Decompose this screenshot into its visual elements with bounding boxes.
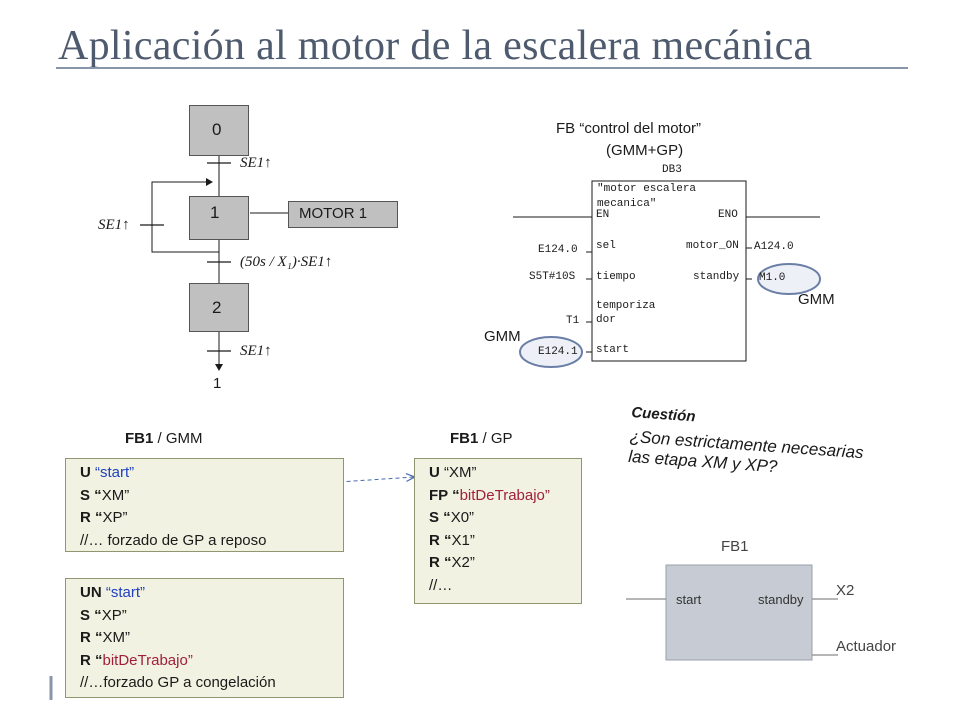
fb-heading-line1: FB “control del motor” [556, 120, 702, 137]
step-2-label: 2 [212, 298, 222, 317]
pin-temporiza: temporiza [596, 300, 656, 312]
pin-tiempo: tiempo [596, 271, 636, 283]
grafcet-target-label: 1 [213, 375, 222, 392]
fb1-gp-heading-bold: FB1 [450, 430, 479, 447]
pin-en: EN [596, 209, 610, 221]
fb1-small-block [626, 564, 838, 661]
code-comment: //… forzado de GP a reposo [80, 531, 267, 549]
param-e1240: E124.0 [538, 244, 578, 256]
pin-standby: standby [693, 271, 740, 283]
fb1-small-out-x2: X2 [836, 582, 855, 599]
step-1-label: 1 [210, 203, 220, 222]
fb1-small-pin-start: start [676, 592, 702, 607]
fb1-small-out-actuador: Actuador [836, 638, 897, 655]
gmm-label-right: GMM [798, 291, 835, 308]
code-line: S “XP” [80, 606, 127, 624]
code-line: FP “bitDeTrabajo” [429, 486, 550, 504]
pin-motor-on: motor_ON [686, 240, 739, 252]
param-a1240: A124.0 [754, 241, 794, 253]
highlight-ellipse-left [519, 336, 583, 368]
fb1-gmm-heading-rest: / GMM [153, 430, 203, 447]
code-line: R “bitDeTrabajo” [80, 651, 193, 669]
code-box-gp: U “XM” FP “bitDeTrabajo” S “X0” R “X1” R… [414, 458, 582, 604]
pin-eno: ENO [718, 209, 738, 221]
transition-label-2-out: SE1↑ [240, 343, 272, 359]
grafcet-step-2: 2 [189, 283, 249, 332]
param-s5t: S5T#10S [529, 271, 576, 283]
fb1-gp-heading: FB1 / GP [450, 430, 513, 447]
grafcet-step-1: 1 [189, 196, 249, 240]
highlight-ellipse-right [757, 263, 821, 295]
action-motor1: MOTOR 1 [288, 201, 398, 228]
transition-label-loop: SE1↑ [98, 217, 130, 233]
param-m10: M1.0 [759, 272, 786, 284]
code-comment: //… [429, 576, 453, 594]
code-line: R “X1” [429, 531, 475, 549]
title-underline [56, 67, 908, 69]
fb1-gp-heading-rest: / GP [478, 430, 513, 447]
param-t1: T1 [566, 315, 580, 327]
gmm-label-left: GMM [484, 328, 521, 345]
fb-name-line1: "motor escalera [597, 183, 697, 195]
code-line: U “XM” [429, 464, 477, 481]
fb1-small-title: FB1 [721, 538, 749, 555]
code-line: UN “start” [80, 584, 146, 601]
code-line: R “XM” [80, 629, 130, 646]
fb-heading-line2: (GMM+GP) [606, 142, 684, 159]
step-0-label: 0 [212, 120, 222, 139]
code-line: S “XM” [80, 486, 130, 504]
code-line: U “start” [80, 464, 135, 481]
code-box-gmm-congelacion: UN “start” S “XP” R “XM” R “bitDeTrabajo… [65, 578, 344, 698]
grafcet-diagram [140, 156, 288, 371]
code-box-gmm-reposo: U “start” S “XM” R “XP” //… forzado de G… [65, 458, 344, 552]
transition-label-0-1: SE1↑ [240, 155, 272, 171]
code-line: R “XP” [80, 509, 128, 526]
transition-label-1-2: (50s / X₁)·SE1↑ [240, 254, 333, 270]
code-comment: //…forzado GP a congelación [80, 674, 276, 691]
fb1-small-pin-standby: standby [758, 592, 804, 607]
action-motor1-label: MOTOR 1 [299, 205, 368, 222]
grafcet-step-0: 0 [189, 105, 249, 156]
code-line: R “X2” [429, 554, 475, 571]
fb-db-label: DB3 [662, 164, 682, 176]
fb1-gmm-heading-bold: FB1 [125, 430, 154, 447]
slide-title: Aplicación al motor de la escalera mecán… [58, 23, 813, 69]
fb1-gmm-heading: FB1 / GMM [125, 430, 203, 447]
fb-control-motor [513, 180, 821, 368]
param-e1241: E124.1 [538, 346, 578, 358]
pin-sel: sel [596, 240, 616, 252]
code-line: S “X0” [429, 509, 475, 526]
loop-arc [151, 178, 219, 253]
pin-start: start [596, 344, 630, 356]
fb-name-line2: mecanica" [597, 198, 657, 210]
pin-dor: dor [596, 314, 616, 326]
